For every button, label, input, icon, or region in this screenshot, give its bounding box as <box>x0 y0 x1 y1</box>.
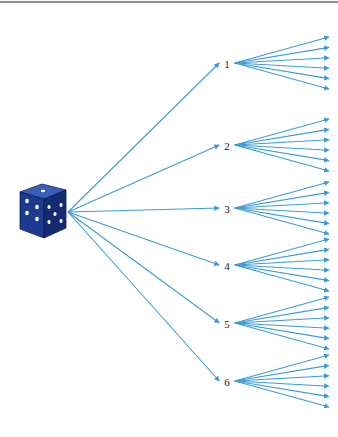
branch-arrow <box>235 381 329 407</box>
branch-arrow <box>68 145 219 212</box>
die-icon <box>20 184 66 238</box>
branch-arrow <box>235 63 329 89</box>
branch-arrow <box>235 239 329 265</box>
top-rule <box>0 1 338 2</box>
branch-arrow <box>68 208 219 212</box>
number-label: 2 <box>224 140 230 152</box>
branch-arrow <box>235 265 329 291</box>
outcome-number: 2 <box>222 135 232 155</box>
number-label: 5 <box>224 318 230 330</box>
branch-arrow <box>235 355 329 381</box>
branch-arrow <box>235 58 329 63</box>
outcome-number: 6 <box>222 371 232 391</box>
branch-arrow <box>235 249 329 265</box>
branch-arrow <box>235 182 329 208</box>
branch-arrow <box>235 318 329 323</box>
branch-arrow <box>235 47 329 63</box>
branch-arrow <box>235 260 329 265</box>
outcome-number: 3 <box>222 198 232 218</box>
branch-arrow <box>235 37 329 63</box>
branch-arrow <box>235 365 329 381</box>
branch-arrows <box>68 37 329 407</box>
number-label: 3 <box>224 203 230 215</box>
outcome-number: 4 <box>222 255 232 275</box>
branch-arrow <box>235 119 329 145</box>
number-label: 4 <box>224 260 230 272</box>
branch-arrow <box>68 212 219 381</box>
number-label: 1 <box>224 58 230 70</box>
branch-arrow <box>68 63 219 212</box>
branch-arrow <box>235 208 329 234</box>
branch-arrow <box>235 297 329 323</box>
branch-arrow <box>68 212 219 265</box>
branch-arrow <box>235 129 329 145</box>
branch-arrow <box>235 145 329 171</box>
branch-arrow <box>235 307 329 323</box>
branch-arrow <box>235 376 329 381</box>
branch-arrow <box>68 212 219 323</box>
branch-arrow <box>235 203 329 208</box>
outcome-number: 5 <box>222 313 232 333</box>
branch-arrow <box>235 140 329 145</box>
branch-arrow <box>235 323 329 349</box>
number-label: 6 <box>224 376 230 388</box>
outcome-number: 1 <box>222 53 232 73</box>
branch-arrow <box>235 192 329 208</box>
